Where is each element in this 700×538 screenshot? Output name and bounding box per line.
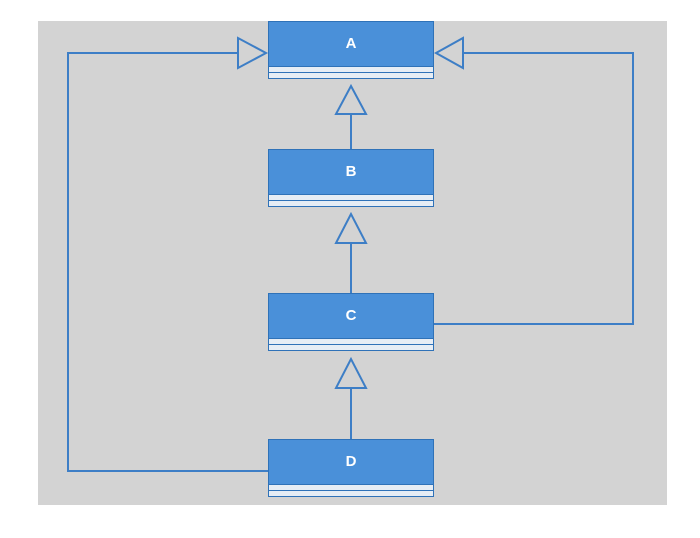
generalization-arrowhead-a-from-d — [237, 36, 269, 70]
generalization-arrowhead-b-from-c — [334, 211, 368, 244]
class-name-label: C — [269, 294, 433, 338]
class-attributes-compartment — [269, 338, 433, 344]
class-operations-compartment — [269, 200, 433, 206]
class-operations-compartment — [269, 72, 433, 78]
generalization-arrowhead-a-from-b — [334, 83, 368, 115]
class-operations-compartment — [269, 490, 433, 496]
class-box-d[interactable]: D — [268, 439, 434, 497]
class-box-c[interactable]: C — [268, 293, 434, 351]
class-attributes-compartment — [269, 484, 433, 490]
class-name-label: A — [269, 22, 433, 66]
class-name-label: D — [269, 440, 433, 484]
class-operations-compartment — [269, 344, 433, 350]
class-name-label: B — [269, 150, 433, 194]
connector-d-to-a — [67, 52, 268, 472]
class-attributes-compartment — [269, 194, 433, 200]
generalization-arrowhead-c-from-d — [334, 356, 368, 389]
class-box-b[interactable]: B — [268, 149, 434, 207]
connector-c-to-a — [434, 52, 634, 325]
class-attributes-compartment — [269, 66, 433, 72]
generalization-arrowhead-a-from-c — [433, 36, 464, 70]
class-box-a[interactable]: A — [268, 21, 434, 79]
